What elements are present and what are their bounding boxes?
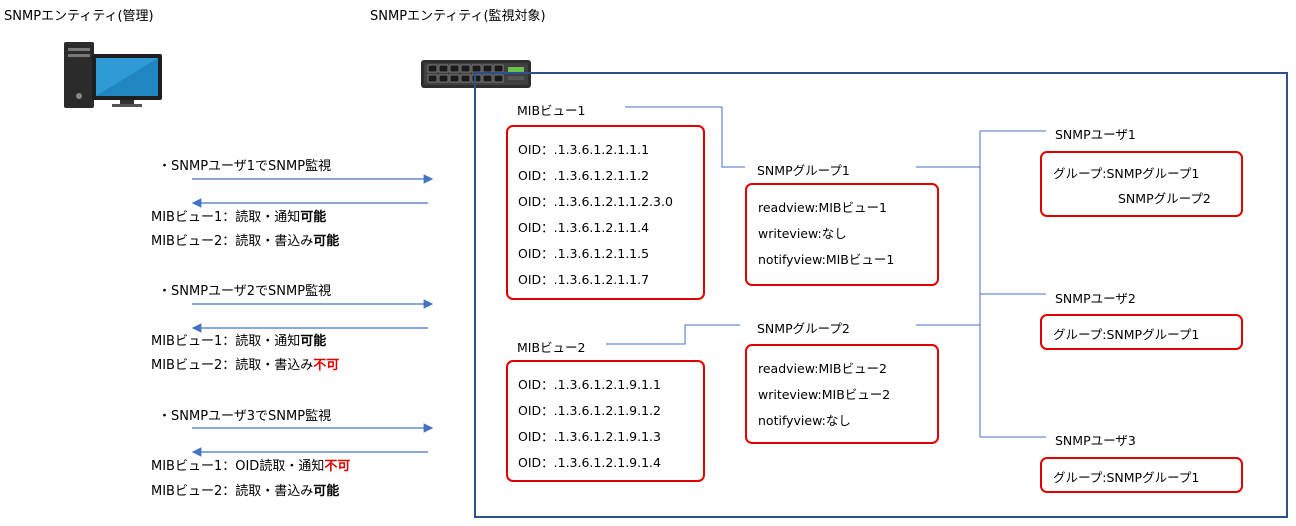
snmp-user-1-box: グループ:SNMPグループ1 SNMPグループ2 — [1040, 151, 1243, 217]
user3-header: ・SNMPユーザ3でSNMP監視 — [158, 409, 332, 424]
oid-item: OID：.1.3.6.1.2.1.9.1.4 — [518, 455, 661, 470]
mib-view-2-label: MIBビュー2 — [517, 340, 586, 355]
snmp-user-3-box: グループ:SNMPグループ1 — [1040, 457, 1243, 493]
oid-item: OID：.1.3.6.1.2.1.1.4 — [518, 220, 650, 235]
group-1-readview: readview:MIBビュー1 — [758, 200, 887, 215]
snmp-user-1-group-2: SNMPグループ2 — [1118, 191, 1211, 206]
snmp-user-2-group: グループ:SNMPグループ1 — [1053, 327, 1200, 342]
agent-frame — [474, 72, 1288, 518]
group-2-box: readview:MIBビュー2 writeview:MIBビュー2 notif… — [745, 344, 939, 444]
user3-line1: MIBビュー1：OID読取・通知不可 — [151, 459, 351, 474]
snmp-user-1-label: SNMPユーザ1 — [1055, 127, 1136, 142]
switch-icon — [421, 60, 531, 88]
snmp-user-1-group: グループ:SNMPグループ1 — [1053, 166, 1200, 181]
group-2-notifyview: notifyview:なし — [758, 413, 851, 428]
oid-item: OID：.1.3.6.1.2.1.1.2.3.0 — [518, 194, 673, 209]
group-2-readview: readview:MIBビュー2 — [758, 361, 887, 376]
agent-title: SNMPエンティティ(監視対象) — [370, 9, 546, 24]
oid-item: OID：.1.3.6.1.2.1.1.1 — [518, 142, 650, 157]
group-1-box: readview:MIBビュー1 writeview:なし notifyview… — [745, 183, 939, 286]
group-2-writeview: writeview:MIBビュー2 — [758, 387, 891, 402]
user2-line1: MIBビュー1：読取・通知可能 — [151, 334, 327, 349]
group-1-label: SNMPグループ1 — [757, 163, 850, 178]
oid-item: OID：.1.3.6.1.2.1.9.1.2 — [518, 403, 661, 418]
snmp-user-3-label: SNMPユーザ3 — [1055, 433, 1136, 448]
oid-item: OID：.1.3.6.1.2.1.1.2 — [518, 168, 650, 183]
snmp-user-2-box: グループ:SNMPグループ1 — [1040, 314, 1243, 350]
oid-item: OID：.1.3.6.1.2.1.9.1.3 — [518, 429, 661, 444]
oid-item: OID：.1.3.6.1.2.1.9.1.1 — [518, 377, 661, 392]
group-1-notifyview: notifyview:MIBビュー1 — [758, 252, 895, 267]
manager-title: SNMPエンティティ(管理) — [4, 9, 154, 24]
group-2-label: SNMPグループ2 — [757, 321, 850, 336]
user2-header: ・SNMPユーザ2でSNMP監視 — [158, 284, 332, 299]
snmp-user-3-group: グループ:SNMPグループ1 — [1053, 470, 1200, 485]
group-1-writeview: writeview:なし — [758, 226, 847, 241]
computer-icon — [64, 42, 162, 108]
user1-line1: MIBビュー1：読取・通知可能 — [151, 210, 327, 225]
user3-line2: MIBビュー2：読取・書込み可能 — [151, 484, 340, 499]
user1-header: ・SNMPユーザ1でSNMP監視 — [158, 159, 332, 174]
oid-item: OID：.1.3.6.1.2.1.1.7 — [518, 272, 650, 287]
user2-line2: MIBビュー2：読取・書込み不可 — [151, 358, 340, 373]
mib-view-1-label: MIBビュー1 — [517, 103, 586, 118]
mib-view-2-box: OID：.1.3.6.1.2.1.9.1.1 OID：.1.3.6.1.2.1.… — [506, 360, 705, 482]
mib-view-1-box: OID：.1.3.6.1.2.1.1.1 OID：.1.3.6.1.2.1.1.… — [506, 125, 705, 300]
oid-item: OID：.1.3.6.1.2.1.1.5 — [518, 246, 650, 261]
snmp-user-2-label: SNMPユーザ2 — [1055, 291, 1136, 306]
user1-line2: MIBビュー2：読取・書込み可能 — [151, 234, 340, 249]
